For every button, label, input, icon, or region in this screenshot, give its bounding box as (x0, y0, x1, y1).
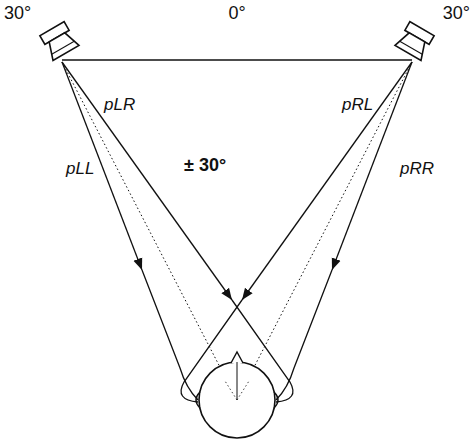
angle-label: 30° (443, 4, 470, 22)
angle-label: 30° (4, 4, 31, 22)
right-speaker (395, 21, 435, 60)
sound-paths (62, 62, 412, 402)
pressure-label: pRL (342, 96, 373, 113)
axis-line (237, 62, 412, 400)
center-line (237, 362, 238, 400)
base-line (62, 59, 412, 60)
left-speaker (39, 21, 79, 60)
pressure-label: pLR (104, 96, 135, 113)
pressure-label: pLL (66, 160, 94, 177)
angle-label: ± 30° (184, 156, 226, 174)
angle-label: 0° (228, 4, 245, 22)
axis-line (62, 62, 237, 400)
pressure-label: pRR (400, 160, 434, 177)
listener-head (196, 352, 278, 438)
